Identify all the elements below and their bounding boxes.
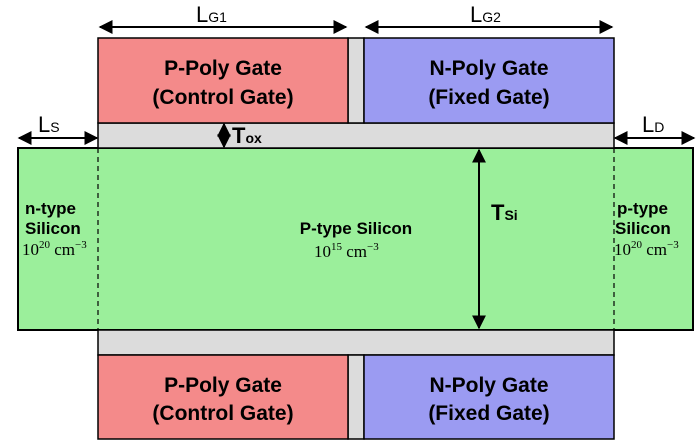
lg2-label: LG2 [470, 2, 501, 27]
bottom-gate-spacer [347, 354, 365, 440]
channel-region-line1: P-type Silicon [300, 219, 412, 238]
bottom-right-gate [363, 354, 615, 440]
channel-doping: 1015 cm−3 [314, 241, 379, 261]
bottom-oxide [97, 329, 615, 356]
ls-label: LS [38, 112, 60, 137]
bottom-right-gate-line2: (Fixed Gate) [428, 402, 549, 425]
bottom-right-gate-line1: N-Poly Gate [429, 374, 548, 397]
top-left-gate-line1: P-Poly Gate [164, 57, 282, 80]
lg1-label: LG1 [196, 2, 227, 27]
tox-label: Tox [232, 123, 262, 148]
bottom-left-gate-line1: P-Poly Gate [164, 374, 282, 397]
drain-region-line2: Silicon [615, 219, 671, 238]
top-right-gate [363, 37, 615, 124]
top-right-gate-line2: (Fixed Gate) [428, 86, 549, 109]
drain-doping: 1020 cm−3 [614, 239, 679, 259]
bottom-left-gate-line2: (Control Gate) [152, 402, 293, 425]
source-region-line2: Silicon [25, 219, 81, 238]
ld-label: LD [642, 112, 664, 137]
source-doping: 1020 cm−3 [22, 239, 87, 259]
top-right-gate-line1: N-Poly Gate [429, 57, 548, 80]
tsi-label: TSi [491, 200, 518, 225]
top-gate-spacer [347, 37, 365, 124]
top-left-gate-line2: (Control Gate) [152, 86, 293, 109]
silicon-body [17, 147, 694, 331]
bottom-left-gate [97, 354, 349, 440]
source-region-line1: n-type [25, 199, 76, 218]
top-oxide [97, 122, 615, 149]
drain-region-line1: p-type [617, 199, 668, 218]
top-left-gate [97, 37, 349, 124]
